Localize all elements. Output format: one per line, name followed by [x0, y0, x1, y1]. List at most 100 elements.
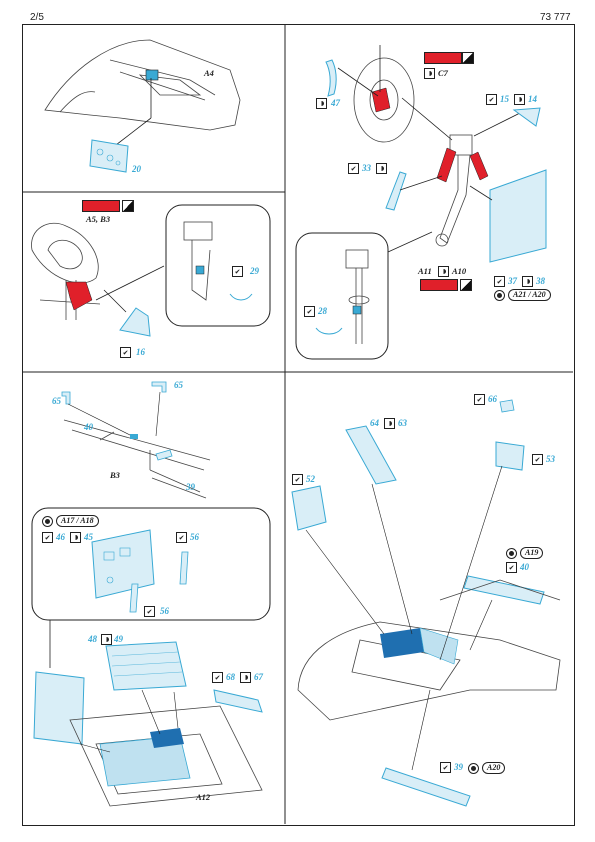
part-num-40: 40: [520, 562, 529, 572]
part-num-53: 53: [546, 454, 555, 464]
part-num-28: 28: [318, 306, 327, 316]
ref-b3: B3: [110, 470, 120, 480]
check-icon: [348, 163, 359, 174]
pe-part-67: [213, 689, 263, 713]
part-num-48: 48: [88, 634, 97, 644]
check-icon: [42, 532, 53, 543]
glue-icon: [42, 516, 53, 527]
glue-icon: [494, 290, 505, 301]
side-icon: [316, 98, 327, 109]
pe-part-49: [105, 641, 187, 691]
check-icon: [144, 606, 155, 617]
part-num-37: 37: [508, 276, 517, 286]
side-icon: [384, 418, 395, 429]
ref-a17-a18: A17 / A18: [56, 515, 99, 527]
part-num-14: 14: [528, 94, 537, 104]
paint-red-swatch: [82, 200, 120, 212]
side-icon: [514, 94, 525, 105]
part-num-46: 46: [56, 532, 65, 542]
pe-part-39: [381, 767, 471, 807]
pe-part-16: [119, 307, 151, 337]
part-num-45: 45: [84, 532, 93, 542]
part-num-65: 65: [174, 380, 183, 390]
check-icon: [486, 94, 497, 105]
part-num-33: 33: [362, 163, 371, 173]
pe-part-14: [512, 107, 541, 127]
side-icon: [424, 68, 435, 79]
check-icon: [176, 532, 187, 543]
pe-part-47: [325, 59, 337, 97]
ref-a10: A10: [452, 266, 467, 276]
side-icon: [438, 266, 449, 277]
part-num-63: 63: [398, 418, 407, 428]
part-num-56: 56: [160, 606, 169, 616]
ref-a20: A20: [482, 762, 506, 774]
cockpit-fuselage-drawing: [44, 39, 241, 131]
panel-border: [22, 24, 575, 826]
part-num-56: 56: [190, 532, 199, 542]
pe-part-20: [89, 139, 129, 173]
part-num-15: 15: [500, 94, 509, 104]
ref-a21-a20: A21 / A20: [508, 289, 551, 301]
part-num-49: 49: [114, 634, 123, 644]
part-num-66: 66: [488, 394, 497, 404]
page-number: 2/5: [30, 12, 44, 23]
part-num-38: 38: [536, 276, 545, 286]
check-icon: [292, 474, 303, 485]
part-num-20: 20: [132, 164, 141, 174]
pe-part-40: [463, 575, 545, 605]
check-icon: [532, 454, 543, 465]
black-white-icon: [460, 279, 472, 291]
part-num-64: 64: [370, 418, 379, 428]
check-icon: [232, 266, 243, 277]
part-blue-panel: [145, 69, 159, 81]
part-num-29: 29: [250, 266, 259, 276]
part-num-47: 47: [331, 98, 340, 108]
side-icon: [101, 634, 112, 645]
ref-a5-b3: A5, B3: [86, 214, 111, 224]
detail-inset-29: [165, 204, 271, 327]
set-code: 73 777: [540, 12, 571, 23]
part-num-39: 39: [186, 482, 195, 492]
part-num-16: 16: [136, 347, 145, 357]
side-icon: [376, 163, 387, 174]
black-white-icon: [462, 52, 474, 64]
pe-part-64: [345, 425, 397, 485]
paint-red-swatch: [424, 52, 462, 64]
pe-part-52: [291, 485, 327, 531]
check-icon: [304, 306, 315, 317]
part-num-65: 65: [52, 396, 61, 406]
pe-part-53: [495, 441, 525, 471]
part-num-68: 68: [226, 672, 235, 682]
detail-inset-28: [295, 232, 389, 360]
pe-part-38: [489, 169, 547, 263]
ref-a11: A11: [418, 266, 432, 276]
ref-a19: A19: [520, 547, 544, 559]
pe-part-45: [91, 529, 155, 599]
part-num-67: 67: [254, 672, 263, 682]
wheel-drawing: [353, 57, 415, 143]
side-icon: [70, 532, 81, 543]
check-icon: [212, 672, 223, 683]
hinge-detail-drawing: [63, 419, 211, 499]
ref-a4: A4: [204, 68, 214, 78]
ref-c7: C7: [438, 68, 448, 78]
check-icon: [494, 276, 505, 287]
part-num-39: 39: [454, 762, 463, 772]
pe-part-ribbed: [33, 671, 85, 745]
paint-red-swatch: [420, 279, 458, 291]
check-icon: [440, 762, 451, 773]
pe-part-33: [385, 171, 407, 211]
check-icon: [120, 347, 131, 358]
ref-a12: A12: [196, 792, 211, 802]
side-icon: [240, 672, 251, 683]
glue-icon: [468, 763, 479, 774]
check-icon: [506, 562, 517, 573]
wheel-bay-drawing: [31, 222, 101, 320]
check-icon: [474, 394, 485, 405]
black-white-icon: [122, 200, 134, 212]
glue-icon: [506, 548, 517, 559]
gear-leg-drawing: [435, 134, 473, 247]
side-icon: [522, 276, 533, 287]
